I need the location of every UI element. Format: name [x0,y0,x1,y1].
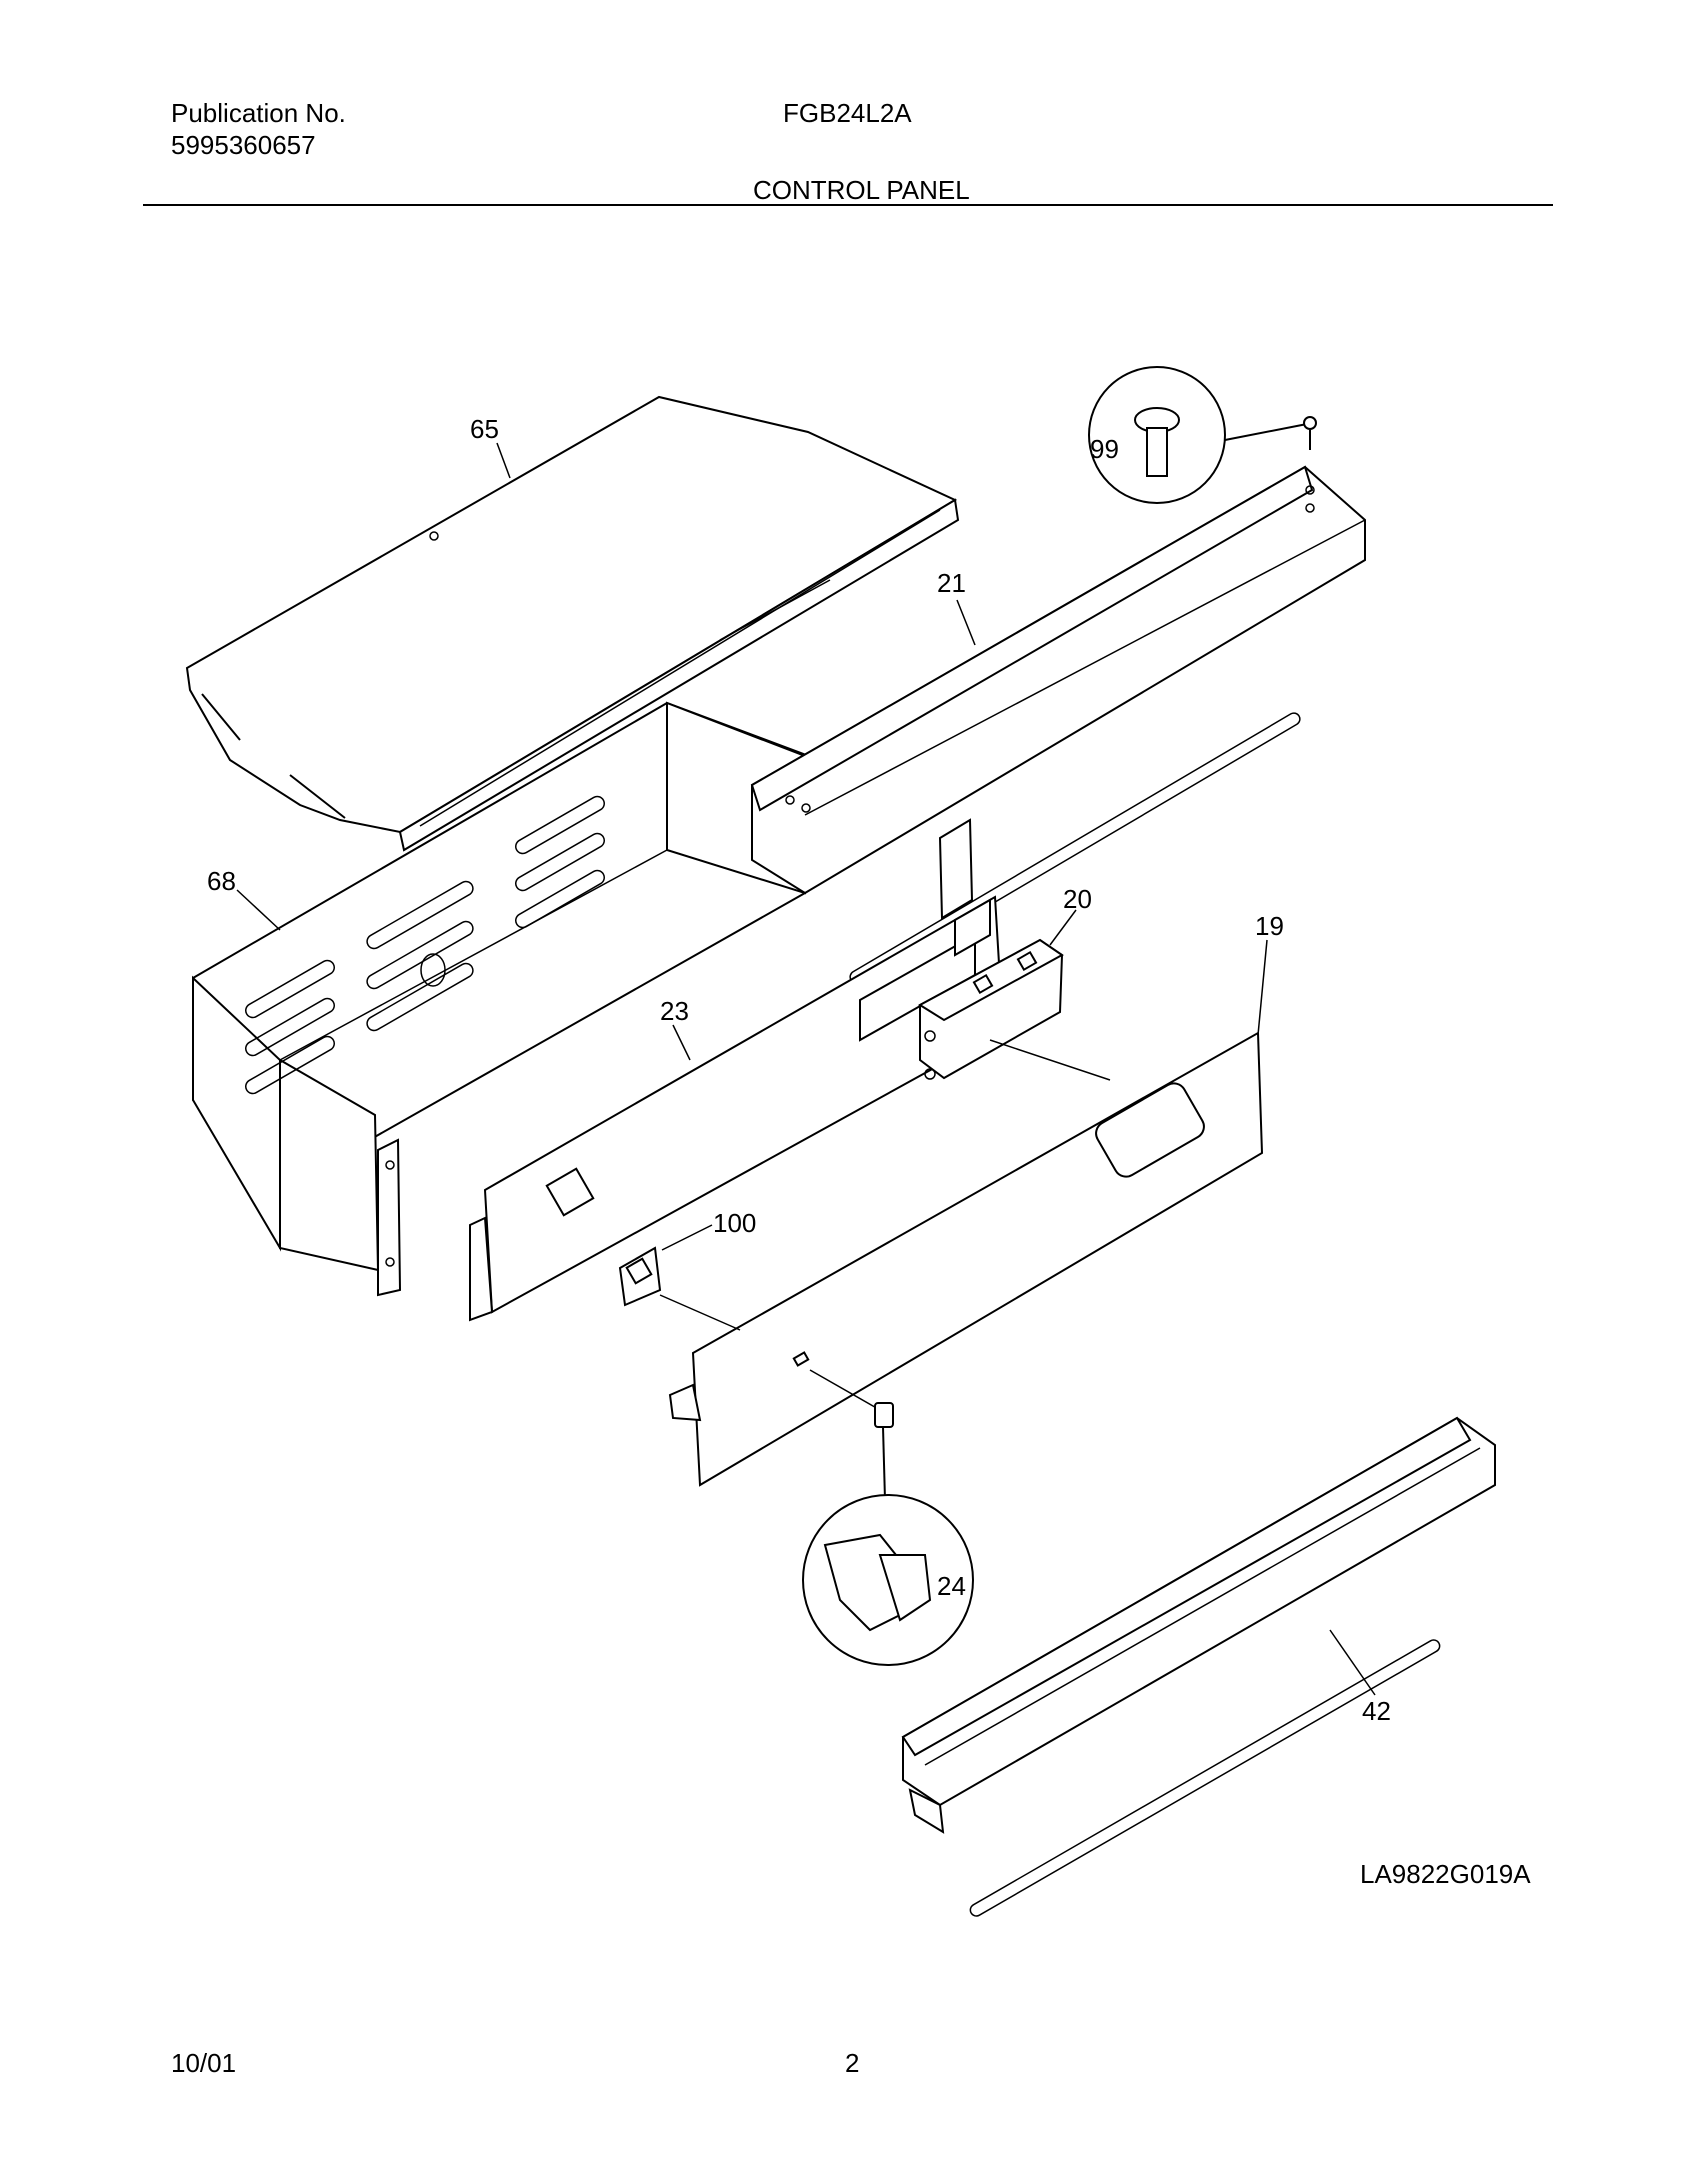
header-rule [143,204,1553,206]
part-65-top-cover [185,395,960,852]
part-99-screw [1088,366,1317,504]
callout-68: 68 [207,866,236,896]
part-20-control-module [918,938,1064,1080]
part-68-housing [192,701,943,1297]
part-24-rocker-switch [802,1369,974,1666]
part-42-lower-trim [901,1416,1496,1917]
callout-23: 23 [660,996,689,1026]
page-number: 2 [845,2048,860,2078]
part-100-grommet [618,1246,741,1331]
callout-99: 99 [1090,434,1119,464]
callout-19: 19 [1255,911,1284,941]
callout-42: 42 [1362,1696,1391,1726]
callout-24: 24 [937,1571,966,1601]
part-21-rear-trim [750,465,1366,984]
callout-65: 65 [470,414,499,444]
callout-21: 21 [937,568,966,598]
publication-number: 5995360657 [171,130,316,160]
callout-100: 100 [713,1208,756,1238]
footer-date: 10/01 [171,2048,237,2078]
figure-id: LA9822G019A [1360,1859,1531,1889]
part-19-overlay [668,1031,1264,1487]
publication-label: Publication No. [171,98,346,128]
model-number: FGB24L2A [783,98,912,128]
leader-lines [236,442,1376,1696]
section-title: CONTROL PANEL [753,175,970,205]
callout-20: 20 [1063,884,1092,914]
